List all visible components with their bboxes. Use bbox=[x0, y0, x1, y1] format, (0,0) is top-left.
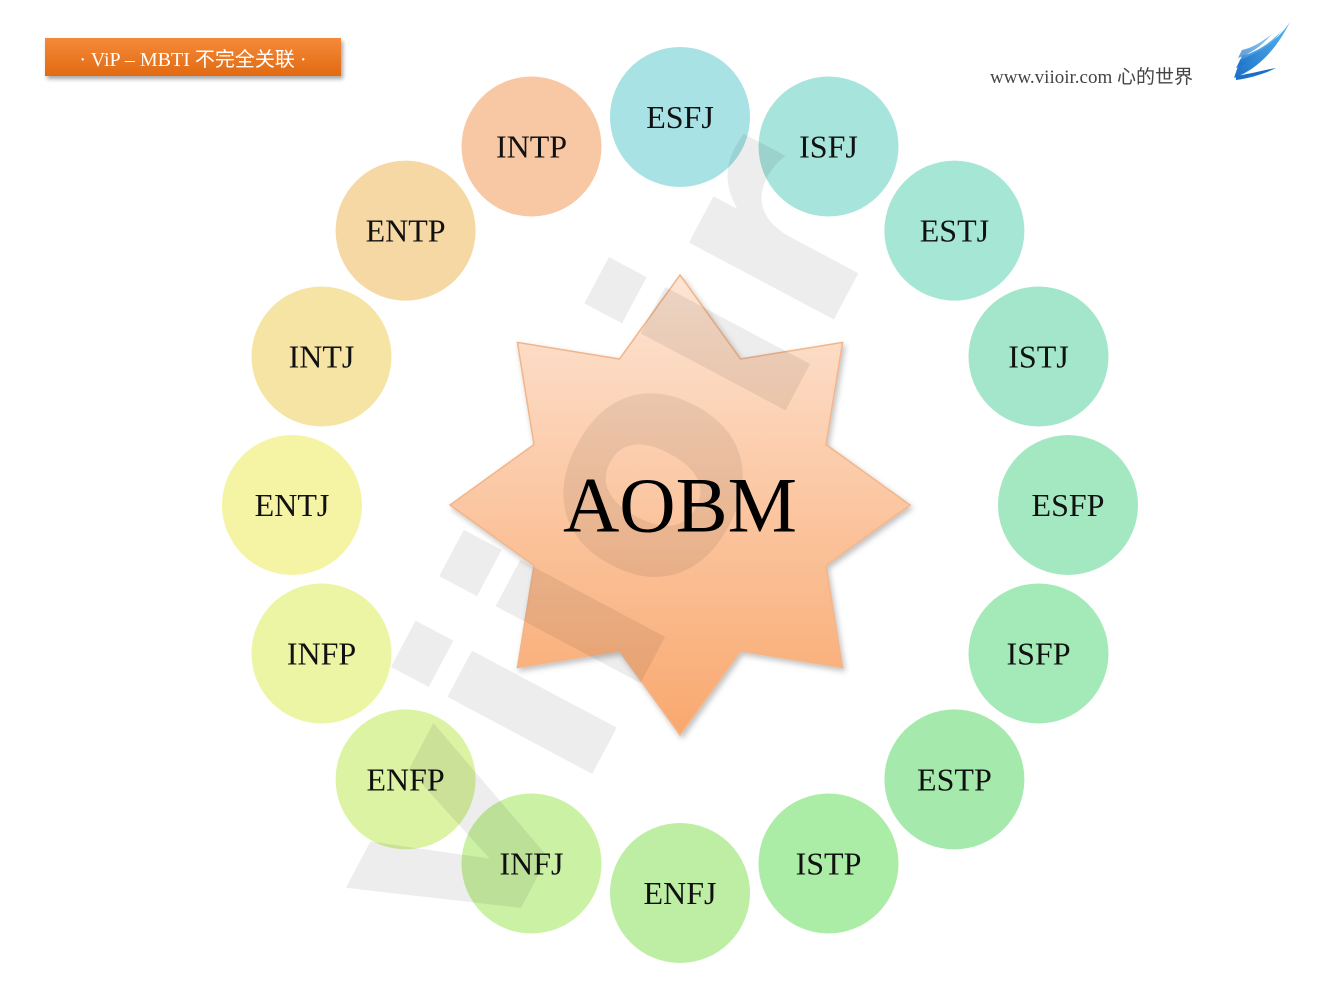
mbti-node-circle bbox=[998, 435, 1138, 575]
mbti-node-circle bbox=[335, 709, 476, 850]
mbti-node-circle bbox=[251, 286, 392, 427]
mbti-node-isfp: ISFP bbox=[968, 583, 1109, 724]
mbti-node-istp: ISTP bbox=[758, 793, 899, 934]
mbti-node-label: ENFJ bbox=[644, 875, 717, 911]
mbti-node-label: INTJ bbox=[289, 339, 355, 375]
center-label: AOBM bbox=[563, 462, 797, 549]
mbti-node-enfp: ENFP bbox=[335, 709, 476, 850]
title-text: · ViP – MBTI 不完全关联 · bbox=[79, 48, 307, 71]
mbti-node-circle bbox=[884, 709, 1025, 850]
mbti-node-label: ESTJ bbox=[920, 213, 989, 249]
mbti-node-circle bbox=[222, 435, 362, 575]
mbti-node-circle bbox=[968, 286, 1109, 427]
mbti-node-intp: INTP bbox=[461, 76, 602, 217]
mbti-node-label: INFJ bbox=[499, 846, 563, 882]
mbti-node-intj: INTJ bbox=[251, 286, 392, 427]
mbti-node-label: ENTJ bbox=[255, 487, 330, 523]
mbti-node-label: ENFP bbox=[366, 761, 444, 797]
mbti-node-esfj: ESFJ bbox=[610, 47, 750, 187]
mbti-node-circle bbox=[461, 76, 602, 217]
mbti-node-circle bbox=[251, 583, 392, 724]
mbti-node-label: ESTP bbox=[917, 761, 992, 797]
mbti-node-circle bbox=[335, 160, 476, 301]
center-star: AOBM bbox=[448, 273, 912, 737]
mbti-node-estj: ESTJ bbox=[884, 160, 1025, 301]
mbti-node-label: ISFP bbox=[1006, 636, 1070, 672]
mbti-node-label: ESFJ bbox=[646, 99, 714, 135]
mbti-node-estp: ESTP bbox=[884, 709, 1025, 850]
mbti-node-circle bbox=[968, 583, 1109, 724]
title-badge: · ViP – MBTI 不完全关联 · bbox=[45, 38, 341, 76]
mbti-node-label: ISTJ bbox=[1008, 339, 1068, 375]
center-star-shape bbox=[448, 273, 912, 737]
mbti-node-circle bbox=[758, 793, 899, 934]
mbti-node-isfj: ISFJ bbox=[758, 76, 899, 217]
mbti-node-label: ISTP bbox=[796, 846, 862, 882]
mbti-node-circle bbox=[610, 47, 750, 187]
wing-logo-icon bbox=[1234, 22, 1290, 80]
mbti-node-label: ESFP bbox=[1032, 487, 1105, 523]
mbti-node-esfp: ESFP bbox=[998, 435, 1138, 575]
mbti-node-circle bbox=[461, 793, 602, 934]
mbti-node-entj: ENTJ bbox=[222, 435, 362, 575]
mbti-node-entp: ENTP bbox=[335, 160, 476, 301]
mbti-node-enfj: ENFJ bbox=[610, 823, 750, 963]
mbti-node-infj: INFJ bbox=[461, 793, 602, 934]
mbti-node-label: ENTP bbox=[366, 213, 446, 249]
mbti-node-label: INTP bbox=[496, 129, 567, 165]
mbti-node-istj: ISTJ bbox=[968, 286, 1109, 427]
mbti-node-ring: ESFJ ISFJ ESTJ ISTJ ESFP ISFP ESTP ISTP ENFJ INFJ… bbox=[222, 47, 1138, 963]
mbti-node-circle bbox=[758, 76, 899, 217]
mbti-node-infp: INFP bbox=[251, 583, 392, 724]
mbti-node-label: INFP bbox=[287, 636, 356, 672]
mbti-node-circle bbox=[884, 160, 1025, 301]
mbti-node-label: ISFJ bbox=[799, 129, 858, 165]
site-url: www.viioir.com 心的世界 bbox=[990, 67, 1194, 88]
mbti-node-circle bbox=[610, 823, 750, 963]
